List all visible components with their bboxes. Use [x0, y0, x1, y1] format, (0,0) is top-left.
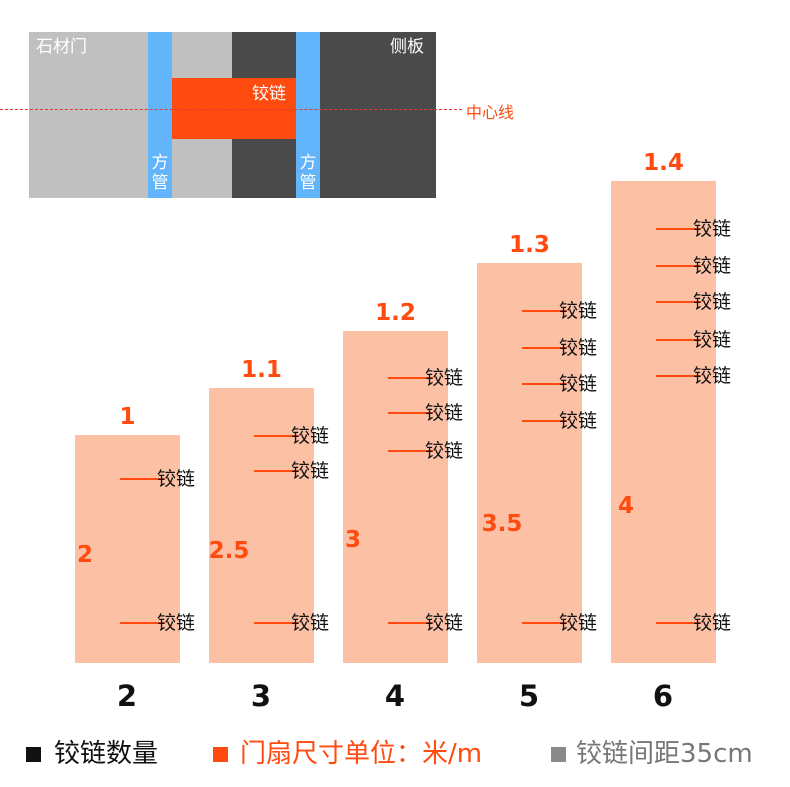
square-tube-right	[296, 32, 320, 198]
door-2-hinge-label-1: 铰链	[157, 468, 196, 490]
door-5-hinge-line-4	[522, 420, 567, 422]
door-4-height-label: 1.2	[375, 300, 416, 326]
door-4-hinge-label-1: 铰链	[425, 367, 464, 389]
door-5-hinge-label-4: 铰链	[559, 410, 598, 432]
door-5-hinge-label-2: 铰链	[559, 337, 598, 359]
door-3-hinge-label-3: 铰链	[291, 612, 330, 634]
door-4-hinge-label-2: 铰链	[425, 402, 464, 424]
door-6-height-label: 1.4	[643, 150, 684, 176]
door-4-value-label: 3	[344, 527, 361, 553]
door-5-hinge-line-5	[522, 622, 567, 624]
door-3-hinge-count: 3	[250, 679, 272, 713]
door-4-hinge-line-1	[388, 377, 433, 379]
door-2-bar	[75, 435, 180, 663]
door-5-hinge-label-1: 铰链	[559, 300, 598, 322]
door-5-value-label: 3.5	[481, 511, 523, 537]
legend-hinge-count: 铰链数量	[54, 739, 159, 769]
door-2-hinge-count: 2	[116, 679, 138, 713]
door-6-hinge-line-1	[656, 228, 701, 230]
door-2-hinge-line-1	[120, 478, 165, 480]
door-3-hinge-line-1	[254, 435, 299, 437]
door-4-hinge-label-4: 铰链	[425, 612, 464, 634]
door-3-hinge-label-2: 铰链	[291, 460, 330, 482]
square-tube-left	[148, 32, 172, 198]
door-3-bar	[209, 388, 314, 663]
hinge-bar	[172, 78, 296, 139]
door-2-value-label: 2	[76, 542, 93, 568]
door-4-hinge-line-3	[388, 450, 433, 452]
door-2-hinge-line-2	[120, 622, 165, 624]
door-6-hinge-label-4: 铰链	[693, 329, 732, 351]
door-4-hinge-count: 4	[384, 679, 406, 713]
door-5-hinge-line-1	[522, 310, 567, 312]
tube-label-left: 方管	[151, 153, 169, 193]
door-5-hinge-label-3: 铰链	[559, 373, 598, 395]
door-3-value-label: 2.5	[208, 538, 250, 564]
side-panel-label: 侧板	[390, 37, 424, 57]
door-3-hinge-line-2	[254, 470, 299, 472]
door-5-hinge-line-2	[522, 347, 567, 349]
tube-label-right: 方管	[299, 153, 317, 193]
door-6-hinge-label-3: 铰链	[693, 291, 732, 313]
legend-swatch-door-size	[213, 747, 228, 762]
door-4-hinge-line-2	[388, 412, 433, 414]
door-4-hinge-line-4	[388, 622, 433, 624]
hinge-label: 铰链	[252, 84, 286, 104]
legend-hinge-spacing: 铰链间距35cm	[576, 739, 753, 769]
legend-swatch-hinge-spacing	[551, 747, 566, 762]
door-3-height-label: 1.1	[241, 357, 282, 383]
door-6-bar	[611, 181, 716, 663]
legend-door-size-unit: 门扇尺寸单位：米/m	[240, 739, 483, 769]
door-5-hinge-line-3	[522, 383, 567, 385]
door-6-hinge-label-1: 铰链	[693, 218, 732, 240]
door-6-hinge-label-6: 铰链	[693, 612, 732, 634]
door-6-hinge-line-4	[656, 339, 701, 341]
door-4-hinge-label-3: 铰链	[425, 440, 464, 462]
door-4-bar	[343, 331, 448, 663]
stone-door-label: 石材门	[36, 37, 87, 57]
door-6-hinge-line-5	[656, 375, 701, 377]
legend-swatch-hinge-count	[26, 747, 41, 762]
center-line	[0, 109, 462, 110]
door-6-hinge-line-6	[656, 622, 701, 624]
center-line-label: 中心线	[466, 103, 515, 122]
door-6-hinge-label-5: 铰链	[693, 365, 732, 387]
door-2-hinge-label-2: 铰链	[157, 612, 196, 634]
door-5-bar	[477, 263, 582, 663]
door-6-hinge-line-3	[656, 301, 701, 303]
door-6-hinge-count: 6	[652, 679, 674, 713]
door-5-hinge-label-5: 铰链	[559, 612, 598, 634]
door-6-hinge-label-2: 铰链	[693, 255, 732, 277]
door-3-hinge-label-1: 铰链	[291, 425, 330, 447]
door-5-hinge-count: 5	[518, 679, 540, 713]
door-5-height-label: 1.3	[509, 232, 550, 258]
door-6-hinge-line-2	[656, 265, 701, 267]
door-3-hinge-line-3	[254, 622, 299, 624]
door-6-value-label: 4	[617, 493, 634, 519]
door-2-height-label: 1	[119, 404, 136, 430]
